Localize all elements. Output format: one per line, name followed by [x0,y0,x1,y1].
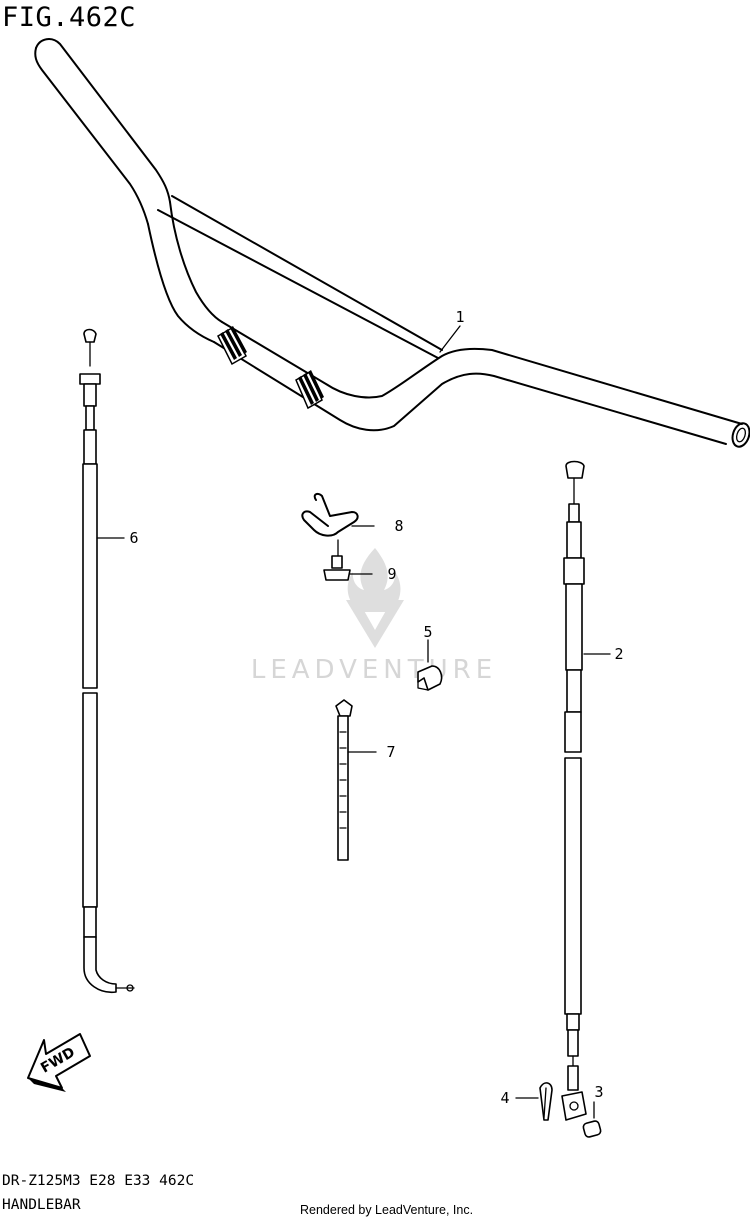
callout-8[interactable]: 8 [394,517,403,535]
render-credit: Rendered by LeadVenture, Inc. [300,1203,474,1217]
model-code: DR-Z125M3 E28 E33 462C [2,1173,195,1189]
watermark-text: LEADVENTURE [251,655,497,685]
cotter-pin-icon [515,1082,553,1121]
cable-tie-icon [335,699,377,861]
throttle-cable-icon [79,328,135,993]
fwd-arrow-icon: FWD [27,1033,91,1092]
callout-7[interactable]: 7 [386,743,395,761]
callout-5[interactable]: 5 [423,623,432,641]
handlebar-icon [34,38,750,448]
watermark: LEADVENTURE [251,548,497,685]
clamp-icon [417,639,443,691]
callout-9[interactable]: 9 [387,565,396,583]
figure-subtitle: HANDLEBAR [2,1197,81,1213]
callout-4[interactable]: 4 [500,1089,509,1107]
callout-3[interactable]: 3 [594,1083,603,1101]
bolt-icon [323,539,373,581]
knurl-band-right [295,370,324,410]
callout-1[interactable]: 1 [455,308,464,326]
callout-6[interactable]: 6 [129,529,138,547]
clutch-cable-icon [563,460,611,1091]
knurl-band-left [217,326,247,366]
pin-icon [561,1091,602,1138]
figure-title: FIG.462C [2,2,137,33]
callout-2[interactable]: 2 [614,645,623,663]
flame-logo-icon [346,548,404,648]
holder-icon [301,492,375,537]
